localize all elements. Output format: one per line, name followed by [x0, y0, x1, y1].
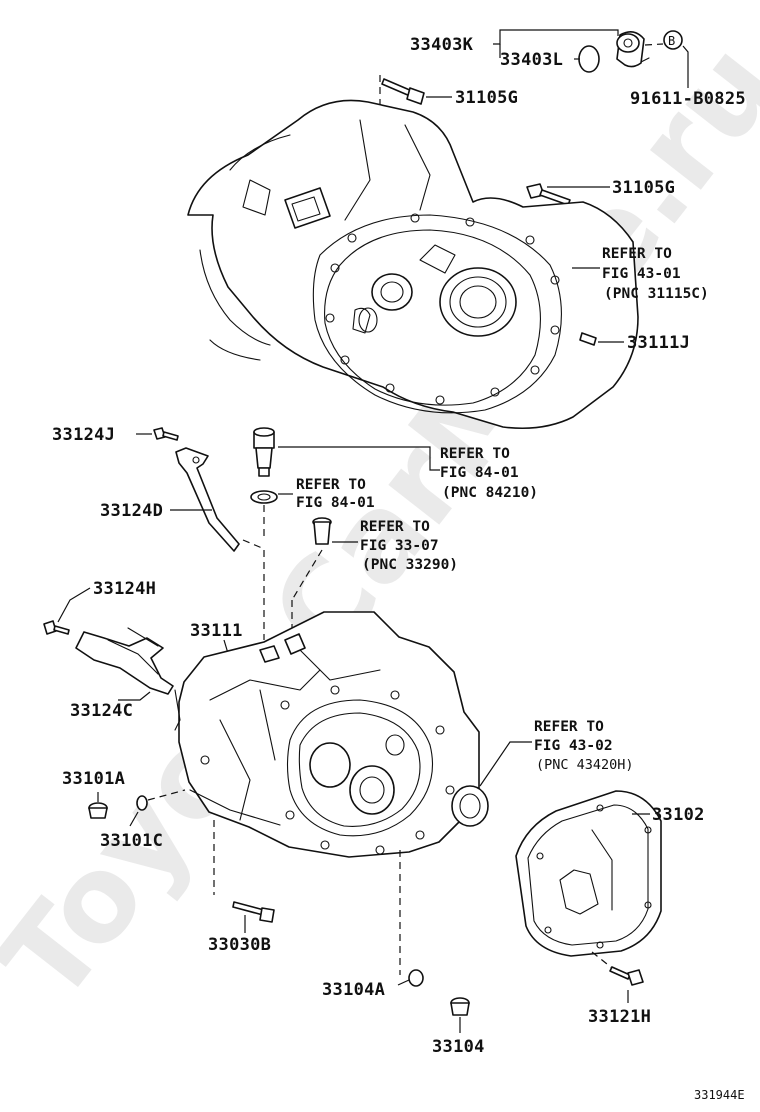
part-label-33104a: 33104A	[322, 980, 385, 1000]
part-label-33111: 33111	[190, 621, 243, 641]
ref-fig-33-07-line3: (PNC 33290)	[362, 557, 458, 573]
plug-33290	[291, 517, 358, 650]
part-label-33102: 33102	[652, 805, 705, 825]
ref-fig-43-02-line1: REFER TO	[534, 719, 604, 735]
part-label-33111j: 33111J	[627, 333, 690, 353]
ref-fig-43-01-line1: REFER TO	[602, 246, 672, 262]
pin-33111j	[579, 332, 624, 346]
part-label-33030b: 33030B	[208, 935, 271, 955]
ref-fig-43-02-line3: (PNC 43420H)	[536, 757, 634, 773]
ref-fig-84-01-gasket-line1: REFER TO	[296, 477, 366, 493]
part-label-31105g-mid: 31105G	[612, 178, 675, 198]
backup-light-switch	[253, 427, 440, 477]
part-label-33101a: 33101A	[62, 769, 125, 789]
part-label-33104: 33104	[432, 1037, 485, 1057]
part-label-33101c: 33101C	[100, 831, 163, 851]
bolt-33030b	[213, 820, 275, 933]
plug-33104	[450, 997, 470, 1033]
part-label-33121h: 33121H	[588, 1007, 651, 1027]
ref-fig-84-01-gasket-line2: FIG 84-01	[296, 495, 375, 511]
transaxle-case-upper	[187, 99, 639, 430]
plug-33101a	[88, 792, 108, 819]
bracket-33124d	[170, 447, 265, 640]
bolt-33124j	[136, 427, 179, 441]
figure-code: 331944E	[694, 1088, 745, 1102]
switch-gasket	[250, 490, 293, 540]
ref-fig-33-07-line2: FIG 33-07	[360, 538, 439, 554]
part-label-33403k: 33403K	[410, 35, 474, 55]
part-label-33124c: 33124C	[70, 701, 133, 721]
ref-fig-43-02-line2: FIG 43-02	[534, 738, 613, 754]
bolt-33121h	[591, 951, 644, 1003]
bolt-33124h	[43, 587, 91, 635]
part-label-91611-b0825: 91611-B0825	[630, 89, 746, 109]
ref-circle-b-label: B	[668, 34, 675, 48]
ring-33104a	[397, 850, 424, 987]
ref-fig-84-01-switch-line1: REFER TO	[440, 446, 510, 462]
bracket-33124c	[75, 627, 174, 701]
case-cover-33102	[515, 790, 662, 957]
part-label-33403l: 33403L	[500, 50, 563, 70]
oil-seal-43420h	[451, 741, 532, 827]
part-label-33124h: 33124H	[93, 579, 156, 599]
part-label-33124j: 33124J	[52, 425, 115, 445]
ref-circle-b	[663, 30, 683, 50]
bearing-retainer-group: B	[493, 29, 689, 88]
part-label-33124d: 33124D	[100, 501, 163, 521]
ref-fig-84-01-switch-line3: (PNC 84210)	[442, 485, 538, 501]
ring-33101c	[129, 789, 186, 827]
ref-fig-43-01-line3: (PNC 31115C)	[604, 286, 709, 302]
ref-fig-33-07-line1: REFER TO	[360, 519, 430, 535]
part-label-31105g-top: 31105G	[455, 88, 518, 108]
ref-fig-84-01-switch-line2: FIG 84-01	[440, 465, 519, 481]
ref-fig-43-01-line2: FIG 43-01	[602, 266, 681, 282]
